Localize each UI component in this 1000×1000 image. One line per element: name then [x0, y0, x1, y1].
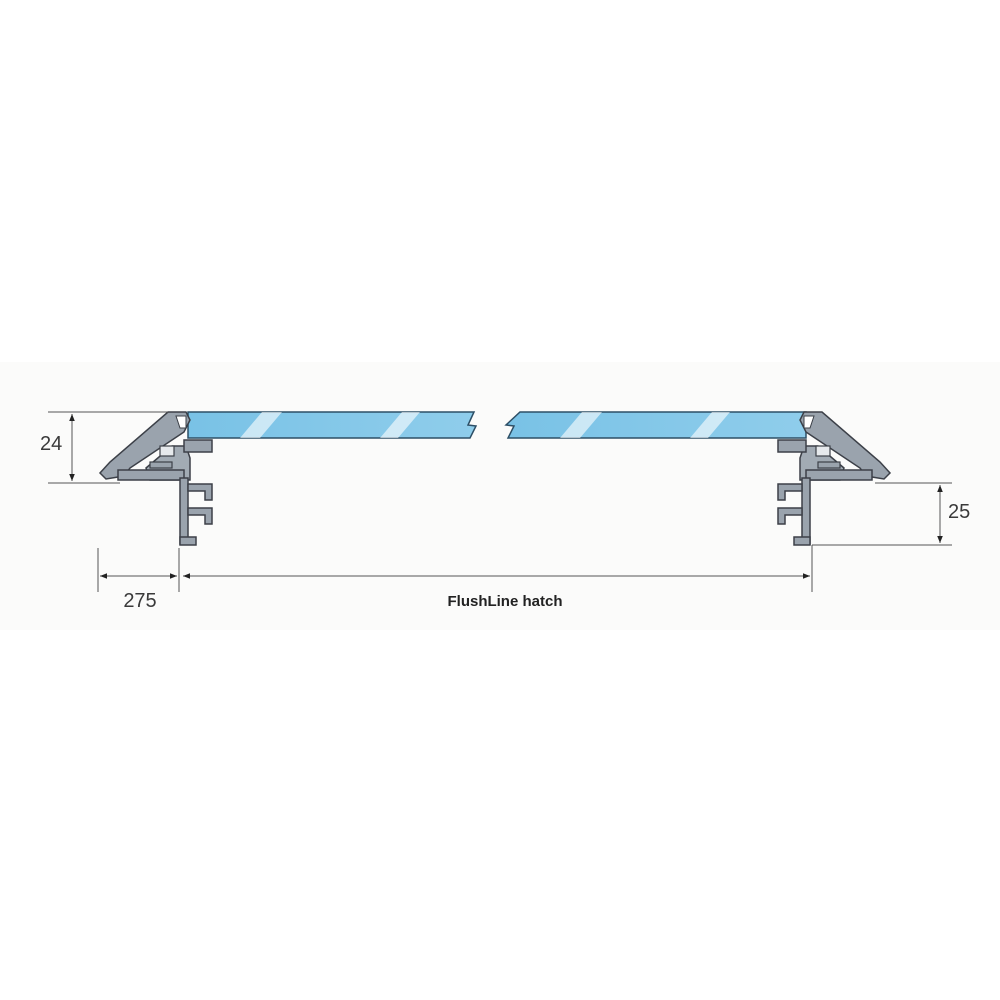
- background-band: [0, 362, 1000, 630]
- span-label: FlushLine hatch: [447, 593, 562, 610]
- glass-panel-right: [504, 411, 807, 439]
- glass-panel-left: [187, 411, 478, 439]
- dimension-height-right: [812, 482, 952, 546]
- dimension-span: [183, 545, 813, 592]
- dimension-label-24: 24: [40, 433, 62, 455]
- dimension-label-25: 25: [948, 501, 970, 523]
- dimension-label-275: 275: [123, 590, 156, 612]
- dimension-height-left: [48, 411, 168, 484]
- dimension-offset-left: [97, 548, 180, 592]
